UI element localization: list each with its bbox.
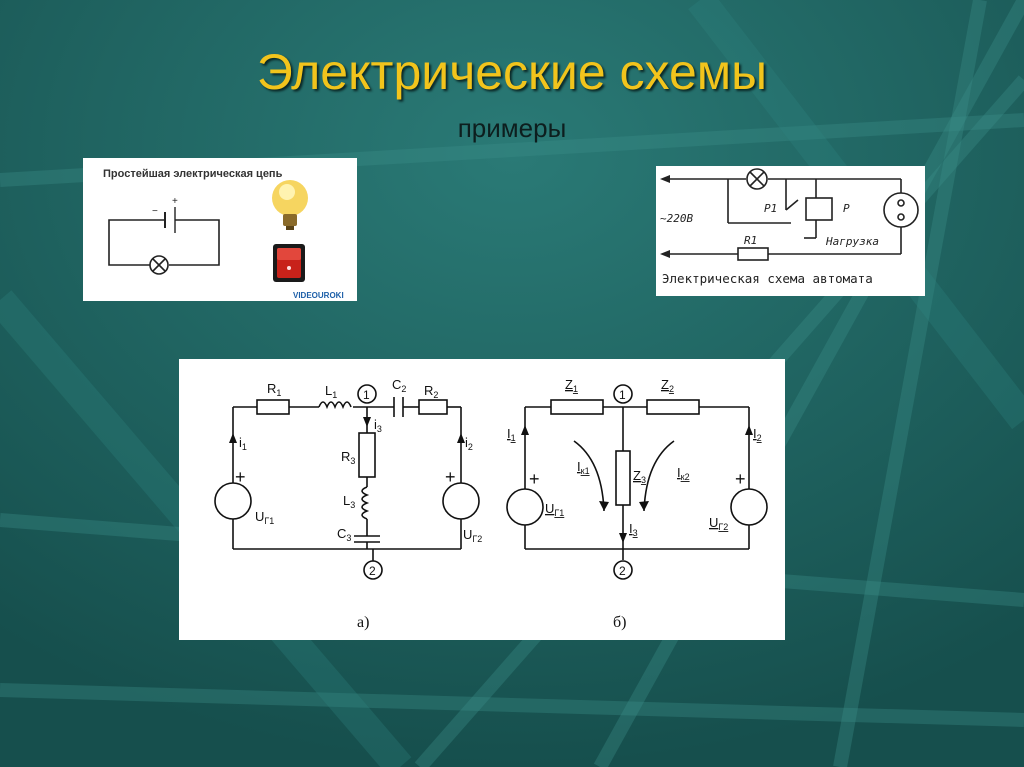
- relay-coil-symbol: [805, 197, 833, 221]
- resistor-r2: [418, 399, 448, 415]
- label-ik1: Iк1: [577, 459, 590, 476]
- arrow-left-icon: [660, 250, 670, 258]
- relay-label: Р: [843, 202, 850, 215]
- lamp-symbol: [149, 255, 169, 275]
- arrow-up-icon: [229, 433, 237, 443]
- circuit-b: Z1 Z2 Z3 I1 I2 I3 Iк1 Iк2 UГ1 UГ2 + + 1 …: [506, 377, 768, 631]
- node-2-b: [613, 560, 633, 580]
- label-i3: i3: [374, 417, 382, 434]
- label-i1: i1: [239, 435, 247, 452]
- label-c3: C3: [337, 526, 351, 543]
- label-c2: C2: [392, 377, 406, 394]
- relay-contact-label: Р1: [764, 202, 777, 215]
- resistor-r3: [358, 432, 376, 478]
- label-ug2-b: UГ2: [709, 515, 728, 532]
- label-r2: R2: [424, 383, 438, 400]
- slide-subtitle: примеры: [457, 113, 567, 143]
- circuits-diagram: R1 L1 C2 R2 R3 L3 C3 i1 i2 i3 UГ1 UГ2 + …: [214, 377, 768, 631]
- relay-contact-symbol: [785, 199, 799, 211]
- videouroki-watermark: VIDEOUROKI: [293, 291, 344, 300]
- source-ug2-b: [730, 488, 768, 526]
- impedance-z2: [646, 399, 700, 415]
- label-i2-b: I2: [753, 426, 762, 443]
- label-z3: Z3: [633, 468, 646, 485]
- slide-title: Электрические схемы: [256, 44, 768, 100]
- arrow-down-icon: [363, 417, 371, 427]
- resistor-symbol: [737, 247, 769, 261]
- battery-symbol: − +: [152, 196, 178, 233]
- node-1-b: [613, 384, 633, 404]
- voltage-label: ~220В: [660, 212, 693, 225]
- arrow-down-icon: [619, 533, 627, 543]
- plus-sign-b2: +: [735, 469, 746, 489]
- source-ug1-b: [506, 488, 544, 526]
- source-ug2: [442, 482, 480, 520]
- label-l3: L3: [343, 493, 355, 510]
- impedance-z3: [615, 450, 631, 506]
- label-ug1: UГ1: [255, 509, 274, 526]
- svg-text:+: +: [172, 196, 178, 207]
- simple-circuit-caption: Простейшая электрическая цепь: [103, 168, 283, 180]
- simple-circuit-wires: [108, 219, 220, 266]
- plus-sign-a2: +: [445, 467, 456, 487]
- circuit-a-wires: [232, 397, 462, 550]
- label-l1: L1: [325, 383, 337, 400]
- automat-circuit-panel: ~220В Р1 Р R1 Нагрузка Электрическая схе…: [656, 166, 925, 296]
- arrow-up-icon: [521, 425, 529, 435]
- source-ug1: [214, 482, 252, 520]
- automat-wires: [664, 178, 902, 255]
- simple-circuit-panel: Простейшая электрическая цепь − +: [83, 158, 357, 301]
- switch-icon: [273, 244, 305, 282]
- label-r1: R1: [267, 381, 281, 398]
- arrow-up-icon: [745, 425, 753, 435]
- simple-circuit-diagram: Простейшая электрическая цепь − +: [103, 168, 344, 300]
- label-ug1-b: UГ1: [545, 501, 564, 518]
- label-r3: R3: [341, 449, 355, 466]
- plus-sign-a1: +: [235, 467, 246, 487]
- circuits-panel: R1 L1 C2 R2 R3 L3 C3 i1 i2 i3 UГ1 UГ2 + …: [179, 359, 785, 640]
- svg-text:−: −: [152, 206, 158, 217]
- label-i2: i2: [465, 435, 473, 452]
- resistor-r1: [256, 399, 290, 415]
- node-2-a-label: 2: [369, 564, 376, 578]
- node-1-b-label: 1: [619, 388, 626, 402]
- light-bulb-icon: [272, 180, 308, 230]
- node-2-b-label: 2: [619, 564, 626, 578]
- label-z1: Z1: [565, 377, 578, 394]
- arrow-up-icon: [457, 433, 465, 443]
- arrow-down-icon: [639, 501, 649, 511]
- label-ik2: Iк2: [677, 465, 690, 482]
- circuit-b-label: б): [613, 614, 626, 631]
- arrow-left-icon: [660, 175, 670, 183]
- load-label: Нагрузка: [825, 235, 879, 248]
- label-i3-b: I3: [629, 521, 638, 538]
- impedance-z1: [550, 399, 604, 415]
- node-1-a: [357, 384, 377, 404]
- label-z2: Z2: [661, 377, 674, 394]
- automat-circuit-diagram: ~220В Р1 Р R1 Нагрузка Электрическая схе…: [660, 168, 919, 286]
- plus-sign-b1: +: [529, 469, 540, 489]
- label-ug2: UГ2: [463, 527, 482, 544]
- arrow-down-icon: [599, 501, 609, 511]
- resistor-label: R1: [744, 234, 757, 247]
- automat-caption: Электрическая схема автомата: [662, 271, 873, 286]
- label-i1-b: I1: [507, 426, 516, 443]
- circuit-a: R1 L1 C2 R2 R3 L3 C3 i1 i2 i3 UГ1 UГ2 + …: [214, 377, 482, 631]
- lamp-symbol: [746, 168, 768, 190]
- circuit-a-label: а): [357, 614, 369, 631]
- socket-symbol: [883, 192, 919, 228]
- node-1-a-label: 1: [363, 388, 370, 402]
